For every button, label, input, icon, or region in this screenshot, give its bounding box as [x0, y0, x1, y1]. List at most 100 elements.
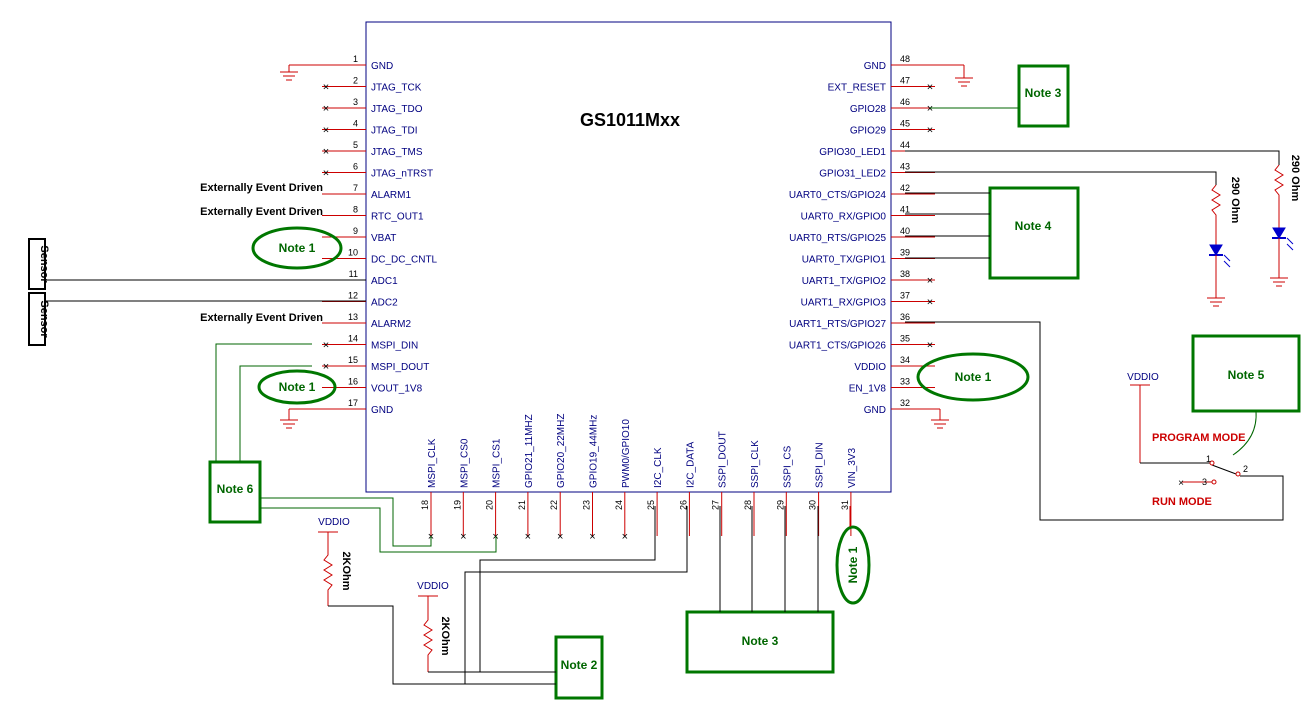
note-2-box — [554, 635, 604, 700]
pin-label-37: UART1_RX/GPIO3 — [801, 298, 887, 309]
ground-symbol-pin48 — [955, 65, 973, 87]
led1-circuit — [905, 150, 1294, 287]
pin-label-31: VIN_3V3 — [847, 448, 858, 488]
pin-number-20: 20 — [485, 500, 495, 510]
pin-number-1: 1 — [353, 54, 358, 64]
pin-label-29: SSPI_CS — [782, 445, 793, 488]
led2-circuit — [905, 171, 1231, 307]
pin-label-9: VBAT — [371, 233, 396, 244]
pin-number-44: 44 — [900, 140, 910, 150]
switch-pin-3: 3 — [1202, 477, 1207, 487]
pin-number-19: 19 — [452, 500, 462, 510]
pin-label-7: ALARM1 — [371, 190, 411, 201]
run-mode-label: RUN MODE — [1152, 496, 1212, 508]
vddio-label-r1: VDDIO — [318, 517, 350, 528]
pin-number-8: 8 — [353, 205, 358, 215]
chip-title: GS1011Mxx — [580, 110, 680, 130]
pin-number-29: 29 — [775, 500, 785, 510]
pin-number-48: 48 — [900, 54, 910, 64]
pin-number-41: 41 — [900, 205, 910, 215]
pin-number-14: 14 — [348, 334, 358, 344]
pin-label-13: ALARM2 — [371, 319, 411, 330]
no-connect-21: × — [525, 531, 531, 543]
resistor-value-led2: 290 Ohm — [1229, 177, 1241, 224]
pin-number-40: 40 — [900, 226, 910, 236]
pin-label-38: UART1_TX/GPIO2 — [802, 276, 887, 287]
pin-label-11: ADC1 — [371, 276, 398, 287]
pin-label-26: I2C_DATA — [685, 441, 696, 488]
note-3-label-top: Note 3 — [1025, 86, 1062, 100]
sensor-box-1 — [28, 238, 46, 290]
pin-label-14: MSPI_DIN — [371, 341, 418, 352]
pin-number-24: 24 — [614, 500, 624, 510]
pin-label-5: JTAG_TMS — [371, 147, 423, 158]
chip-body — [365, 21, 892, 493]
pin-label-48: GND — [864, 61, 886, 72]
note-5-box — [1191, 334, 1301, 413]
pin-number-39: 39 — [900, 248, 910, 258]
pin-label-32: GND — [864, 405, 886, 416]
pin-number-38: 38 — [900, 269, 910, 279]
pin-number-37: 37 — [900, 291, 910, 301]
pin-number-17: 17 — [348, 398, 358, 408]
pin-label-41: UART0_RX/GPIO0 — [801, 212, 887, 223]
pin-label-25: I2C_CLK — [653, 447, 664, 488]
pin-number-25: 25 — [646, 500, 656, 510]
pin-number-27: 27 — [711, 500, 721, 510]
pin-label-33: EN_1V8 — [849, 384, 887, 395]
pin-label-22: GPIO20_22MHZ — [556, 414, 567, 488]
pin-number-4: 4 — [353, 119, 358, 129]
pin-number-42: 42 — [900, 183, 910, 193]
pin-number-9: 9 — [353, 226, 358, 236]
pin-label-40: UART0_RTS/GPIO25 — [789, 233, 886, 244]
resistor-value-led1: 290 Ohm — [1289, 155, 1301, 202]
no-connect-35: × — [927, 340, 933, 352]
note-3-label-bottom: Note 3 — [742, 634, 779, 648]
pin-label-21: GPIO21_11MHZ — [524, 414, 535, 488]
note-3-box-bottom — [685, 610, 835, 674]
no-connect-47: × — [927, 82, 933, 94]
pin-number-2: 2 — [353, 76, 358, 86]
pin-label-10: DC_DC_CNTL — [371, 255, 438, 266]
pin-number-12: 12 — [348, 291, 358, 301]
note-1-ellipse-vin — [835, 525, 871, 605]
pin-label-4: JTAG_TDI — [371, 126, 417, 137]
pin-label-27: SSPI_DOUT — [718, 431, 729, 488]
pin-label-12: ADC2 — [371, 298, 398, 309]
pin-label-19: MSPI_CS0 — [459, 438, 470, 488]
pin-label-45: GPIO29 — [850, 126, 887, 137]
note-3-box-top — [1017, 64, 1070, 128]
no-connect-23: × — [589, 531, 595, 543]
pin-number-23: 23 — [582, 500, 592, 510]
ground-symbol-pin1 — [280, 65, 298, 81]
pin-number-11: 11 — [349, 269, 358, 279]
ground-symbol-pin17 — [280, 409, 298, 429]
pin-number-16: 16 — [348, 377, 358, 387]
pin-label-35: UART1_CTS/GPIO26 — [789, 341, 887, 352]
mode-switch — [905, 321, 1284, 521]
pin-number-36: 36 — [900, 312, 910, 322]
uart0-wiring — [905, 192, 990, 259]
pin-label-42: UART0_CTS/GPIO24 — [789, 190, 887, 201]
pin-number-18: 18 — [420, 500, 430, 510]
resistor-value-r1: 2KOhm — [340, 551, 352, 590]
note-1-label-vin: Note 1 — [846, 546, 860, 583]
no-connect-22: × — [557, 531, 563, 543]
pin-label-15: MSPI_DOUT — [371, 362, 429, 373]
vddio-label-r2: VDDIO — [417, 581, 449, 592]
no-connect-24: × — [622, 531, 628, 543]
sensor-label-1: Sensor — [38, 245, 50, 283]
no-connect-15: × — [323, 361, 329, 373]
pin-number-21: 21 — [517, 500, 527, 510]
note-4-label: Note 4 — [1015, 219, 1052, 233]
pin-number-28: 28 — [743, 500, 753, 510]
event-label-rtc-out1: Externally Event Driven — [200, 206, 323, 218]
switch-pin-1: 1 — [1206, 454, 1211, 464]
note-2-label: Note 2 — [561, 658, 598, 672]
no-connect-19: × — [460, 531, 466, 543]
pin-number-45: 45 — [900, 119, 910, 129]
event-label-alarm2: Externally Event Driven — [200, 312, 323, 324]
note-1-ellipse-vout — [257, 369, 337, 405]
pin-number-43: 43 — [900, 162, 910, 172]
